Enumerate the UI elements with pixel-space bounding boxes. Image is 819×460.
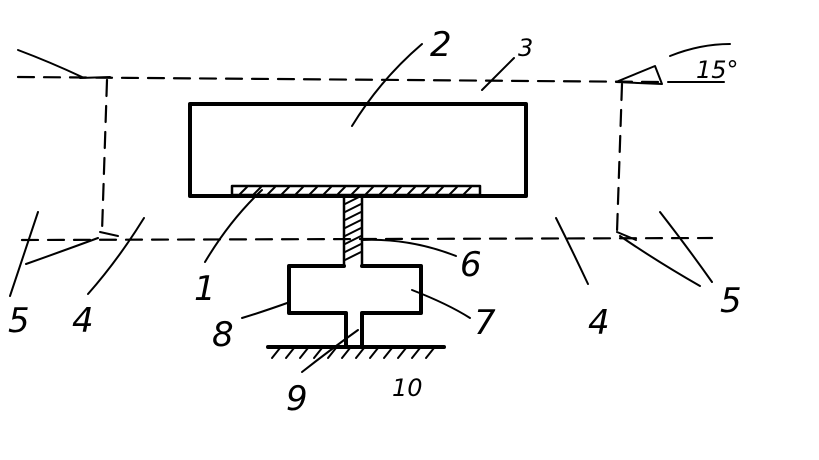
label-2: 2 — [430, 25, 452, 65]
plate-hatch-stroke — [435, 186, 444, 195]
label-8: 8 — [212, 315, 234, 355]
plate-hatch-stroke — [449, 186, 458, 195]
hatched-column — [342, 194, 364, 268]
ground-hatch-stroke — [411, 347, 421, 359]
label-5-right: 5 — [720, 281, 742, 321]
label-4-left: 4 — [72, 301, 94, 341]
left-dashed-vertical — [79, 76, 119, 237]
leader-9 — [301, 329, 359, 373]
plate-hatch-stroke — [253, 186, 262, 195]
leader-5-left — [9, 211, 39, 297]
leader-2 — [351, 43, 423, 127]
column-hatch-stroke — [344, 243, 362, 253]
plate-hatch-stroke — [239, 186, 248, 195]
plate-hatch-stroke — [393, 186, 402, 195]
leader-3 — [481, 57, 515, 91]
label-1: 1 — [194, 269, 216, 309]
column-hatch-stroke — [344, 251, 362, 261]
column-hatch-stroke — [344, 195, 362, 205]
ground-hatch-stroke — [341, 347, 351, 359]
column-hatch-stroke — [344, 227, 362, 237]
label-7: 7 — [474, 303, 496, 343]
right-dashed-vertical — [615, 82, 637, 241]
ground-hatch-stroke — [271, 347, 281, 359]
plate-hatch-stroke — [463, 186, 472, 195]
leader-8 — [241, 301, 291, 319]
hatched-plate — [230, 184, 482, 197]
plate-hatch-stroke — [365, 186, 374, 195]
plate-hatch-stroke — [323, 186, 332, 195]
upper-dashed-line — [16, 49, 662, 84]
ground-hatch-stroke — [383, 347, 393, 359]
leader-lines — [9, 43, 713, 373]
leader-5-right-b — [619, 235, 701, 287]
leader-4-right — [555, 217, 589, 285]
leader-7 — [411, 289, 471, 319]
leader-6 — [361, 238, 457, 257]
ground-hatch-stroke — [285, 347, 295, 359]
ground-hatch-stroke — [397, 347, 407, 359]
column-hatch-stroke — [344, 235, 362, 245]
number-labels: 1 2 3 4 4 5 5 6 7 8 9 10 15° — [8, 25, 742, 419]
ground-hatch-stroke — [327, 347, 337, 359]
lower-cross-body — [287, 264, 423, 349]
plate-hatch-stroke — [421, 186, 430, 195]
plate-hatch-stroke — [337, 186, 346, 195]
leader-1 — [204, 189, 263, 263]
label-5-left: 5 — [8, 301, 30, 341]
column-hatch-stroke — [344, 211, 362, 221]
ground-hatch-stroke — [299, 347, 309, 359]
label-10: 10 — [392, 374, 423, 402]
leader-5-right-a — [659, 211, 713, 283]
plate-hatch-stroke — [267, 186, 276, 195]
ground-hatch-stroke — [425, 347, 435, 359]
leader-5-left-b — [25, 237, 99, 265]
label-4-right: 4 — [588, 303, 610, 343]
column-hatch-stroke — [344, 203, 362, 213]
label-9: 9 — [286, 379, 308, 419]
plate-hatch-stroke — [281, 186, 290, 195]
plate-hatch-stroke — [407, 186, 416, 195]
plate-hatch-stroke — [351, 186, 360, 195]
plate-hatch-stroke — [309, 186, 318, 195]
ground-base — [266, 345, 446, 359]
ground-hatch-stroke — [369, 347, 379, 359]
plate-hatch-stroke — [379, 186, 388, 195]
label-3: 3 — [518, 34, 533, 62]
leader-4-left — [87, 217, 145, 295]
plate-hatch-stroke — [295, 186, 304, 195]
ground-hatch-stroke — [355, 347, 365, 359]
ground-hatch-stroke — [313, 347, 323, 359]
label-6: 6 — [460, 245, 482, 285]
angle-marker — [615, 43, 731, 85]
column-hatch-stroke — [344, 219, 362, 229]
label-angle-15: 15° — [696, 56, 739, 84]
